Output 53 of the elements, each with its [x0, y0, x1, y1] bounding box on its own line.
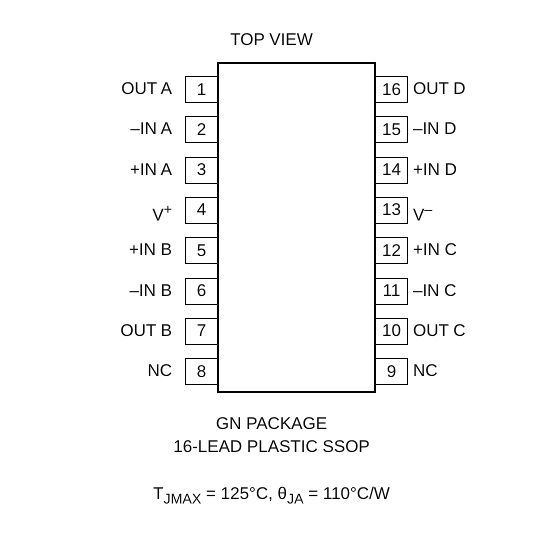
- pin-number: 14: [382, 160, 401, 180]
- pin-name: +IN A: [130, 160, 172, 180]
- pin-number: 2: [196, 120, 206, 140]
- pin-name: NC: [147, 361, 172, 382]
- pin-name: OUT A: [121, 79, 172, 99]
- pin-box: [375, 318, 408, 345]
- pin-box: [185, 196, 218, 224]
- thermal-note: T$_{JMAX}$ = 125°C, θ$_{JA}$ = 110°C/W: [152, 484, 391, 510]
- pin-number: 8: [196, 362, 206, 382]
- pin-name: V$^{+}$: [152, 200, 172, 226]
- pin-name: V$^{–}$: [413, 200, 432, 226]
- pin-number: 16: [382, 80, 401, 100]
- pin-name: +IN B: [129, 240, 172, 260]
- pin-number: 6: [196, 281, 206, 301]
- pin-name: +IN D: [413, 160, 457, 180]
- pin-box: [375, 116, 408, 144]
- pin-box: [375, 196, 408, 224]
- pin-name: +IN C: [413, 240, 457, 260]
- pin-number: 5: [196, 240, 206, 261]
- pin-box: [185, 318, 218, 345]
- pin-number: 13: [382, 200, 401, 220]
- pin-name: OUT D: [413, 79, 466, 99]
- pin-name: NC: [413, 361, 438, 382]
- pin-box: [185, 116, 218, 144]
- pin-box: [185, 76, 218, 103]
- pin-box: [185, 278, 218, 304]
- caption: GN PACKAGE: [214, 414, 328, 434]
- pin-number: 12: [382, 240, 401, 261]
- pin-number: 11: [382, 281, 400, 301]
- pin-name: –IN B: [129, 280, 172, 300]
- pin-number: 4: [196, 200, 206, 220]
- caption: 16-LEAD PLASTIC SSOP: [172, 437, 371, 457]
- pin-box: [375, 278, 408, 304]
- pin-name: –IN C: [413, 280, 456, 300]
- pin-name: –IN A: [130, 119, 172, 140]
- pin-box: [185, 156, 218, 184]
- pin-box: [375, 358, 408, 386]
- pin-box: [375, 156, 408, 184]
- pin-number: 7: [196, 321, 206, 342]
- pin-name: OUT C: [413, 320, 466, 341]
- pin-box: [375, 237, 408, 264]
- pin-box: [185, 358, 218, 386]
- pin-number: 15: [382, 120, 401, 140]
- pin-number: 9: [386, 362, 396, 382]
- title: TOP VIEW: [229, 30, 314, 50]
- pin-name: –IN D: [413, 119, 456, 140]
- pin-number: 3: [196, 160, 206, 180]
- pin-box: [375, 76, 408, 103]
- pin-box: [185, 237, 218, 264]
- pin-name: OUT B: [120, 320, 172, 341]
- ic-package-body: [217, 62, 376, 393]
- pin-number: 10: [382, 321, 401, 342]
- pin-number: 1: [196, 80, 206, 100]
